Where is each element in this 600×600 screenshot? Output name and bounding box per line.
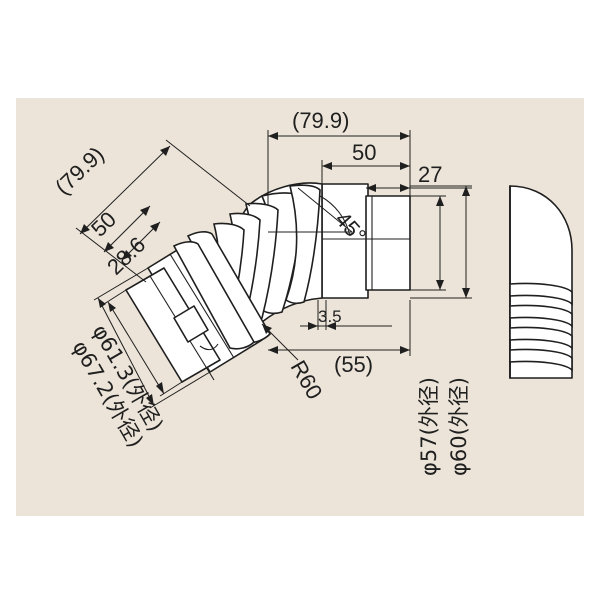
- ext-line: [103, 289, 127, 305]
- arrow: [108, 302, 116, 312]
- arrow: [436, 196, 444, 206]
- angle-ref-2: [297, 187, 353, 233]
- dim-line-dia-61: [107, 301, 165, 395]
- label-top-overall: (79.9): [292, 108, 349, 133]
- label-top-50: 50: [352, 140, 376, 165]
- cap-rib: [509, 304, 573, 328]
- ext-line: [165, 139, 251, 207]
- inlet-slot-detail: [199, 343, 219, 351]
- rib: [285, 184, 321, 305]
- inlet-rib: [172, 241, 255, 350]
- label-dia-57: φ57(外径): [417, 377, 441, 476]
- arrow: [268, 346, 278, 354]
- ext-line: [93, 267, 149, 301]
- elbow-pipe: [125, 182, 411, 383]
- ext-line: [149, 371, 211, 409]
- outlet-body: [321, 183, 369, 299]
- arrow: [436, 280, 444, 290]
- dimension-lines: [75, 130, 472, 409]
- arrow: [400, 346, 410, 354]
- arrow: [322, 162, 332, 170]
- arrow: [146, 394, 154, 406]
- arrow: [160, 146, 170, 156]
- ext-line: [75, 227, 147, 283]
- label-offset: 3.5: [318, 307, 342, 326]
- arrow: [326, 322, 336, 330]
- cap-rib: [509, 348, 573, 372]
- arrow: [308, 322, 318, 330]
- dim-line-dia-67: [97, 297, 155, 407]
- arrow: [400, 184, 410, 192]
- arrow: [462, 288, 470, 298]
- cap-rib: [509, 326, 573, 350]
- arrow: [150, 222, 160, 232]
- cap-rib: [509, 282, 573, 306]
- arrow: [262, 324, 272, 334]
- arrow: [80, 224, 90, 234]
- arrow: [140, 206, 150, 216]
- arrow: [268, 132, 278, 140]
- arrow: [366, 184, 376, 192]
- arrow: [122, 250, 132, 260]
- inlet-step: [169, 253, 235, 359]
- arrow: [462, 186, 470, 196]
- label-dia-60: φ60(外径): [447, 377, 471, 476]
- arrow: [400, 132, 410, 140]
- outlet-spigot: [365, 195, 411, 291]
- dim-line-diag-overall: [79, 145, 171, 235]
- dim-line-diag-50: [103, 205, 151, 253]
- arrow: [104, 242, 114, 252]
- arrow: [400, 162, 410, 170]
- label-top-27: 27: [418, 162, 442, 187]
- arrow: [98, 298, 106, 308]
- arrow: [156, 382, 164, 394]
- label-base: (55): [334, 352, 373, 377]
- inlet-slot: [173, 305, 209, 343]
- inlet-spigot: [125, 267, 221, 383]
- side-view-cap: [509, 185, 573, 379]
